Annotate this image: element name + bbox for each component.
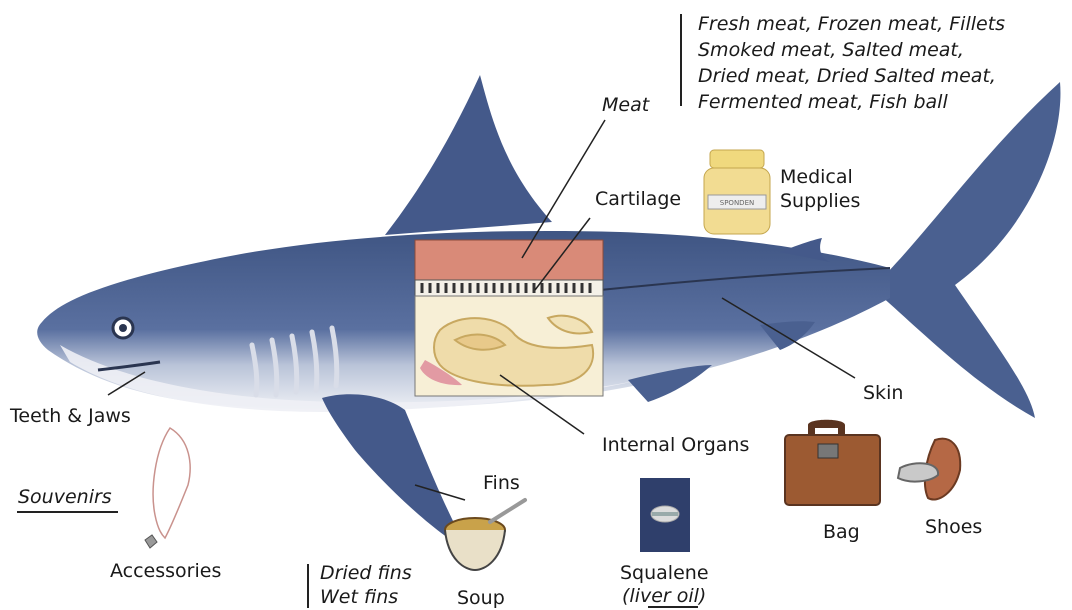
soup-bowl-icon	[445, 500, 525, 570]
internal-organs-label: Internal Organs	[602, 433, 749, 457]
meat-products-list: Fresh meat, Frozen meat, Fillets Smoked …	[698, 11, 1005, 115]
teeth-jaws-label: Teeth & Jaws	[10, 404, 131, 428]
fins-label: Fins	[483, 471, 520, 495]
meat-label: Meat	[602, 93, 649, 117]
accessories-label: Accessories	[110, 559, 221, 583]
meat-product-line: Fermented meat, Fish ball	[698, 89, 1005, 115]
meat-products-bar	[680, 14, 682, 106]
meat-layer	[415, 240, 603, 280]
skin-label: Skin	[863, 381, 903, 405]
liver-oil-label: (liver oil)	[622, 584, 706, 608]
shoes-icon	[898, 439, 960, 500]
medical-supplies-label: Medical Supplies	[780, 165, 860, 213]
liver-oil-underline	[648, 606, 698, 608]
squalene-label: Squalene	[620, 561, 709, 585]
meat-product-line: Fresh meat, Frozen meat, Fillets	[698, 11, 1005, 37]
dorsal-fin	[385, 75, 552, 235]
medical-supplies-line: Supplies	[780, 189, 860, 213]
fin-products-bar	[307, 564, 309, 608]
body-cross-section	[415, 240, 603, 396]
medical-supplies-line: Medical	[780, 165, 860, 189]
shoes-label: Shoes	[925, 515, 982, 539]
accessory-necklace-icon	[145, 428, 190, 548]
tail-fin	[880, 82, 1060, 418]
meat-product-line: Dried meat, Dried Salted meat,	[698, 63, 1005, 89]
jar-label-text: SPONDEN	[720, 199, 754, 207]
bag-label: Bag	[823, 520, 860, 544]
bag-icon	[785, 420, 880, 505]
soup-label: Soup	[457, 586, 505, 610]
meat-product-line: Smoked meat, Salted meat,	[698, 37, 1005, 63]
medical-jar-icon	[704, 150, 770, 234]
souvenirs-label: Souvenirs	[18, 485, 112, 509]
fin-products-list: Dried fins Wet fins	[320, 561, 412, 609]
squalene-bottle-icon	[640, 478, 690, 552]
fin-product-line: Wet fins	[320, 585, 412, 609]
fin-product-line: Dried fins	[320, 561, 412, 585]
cartilage-label: Cartilage	[595, 187, 681, 211]
